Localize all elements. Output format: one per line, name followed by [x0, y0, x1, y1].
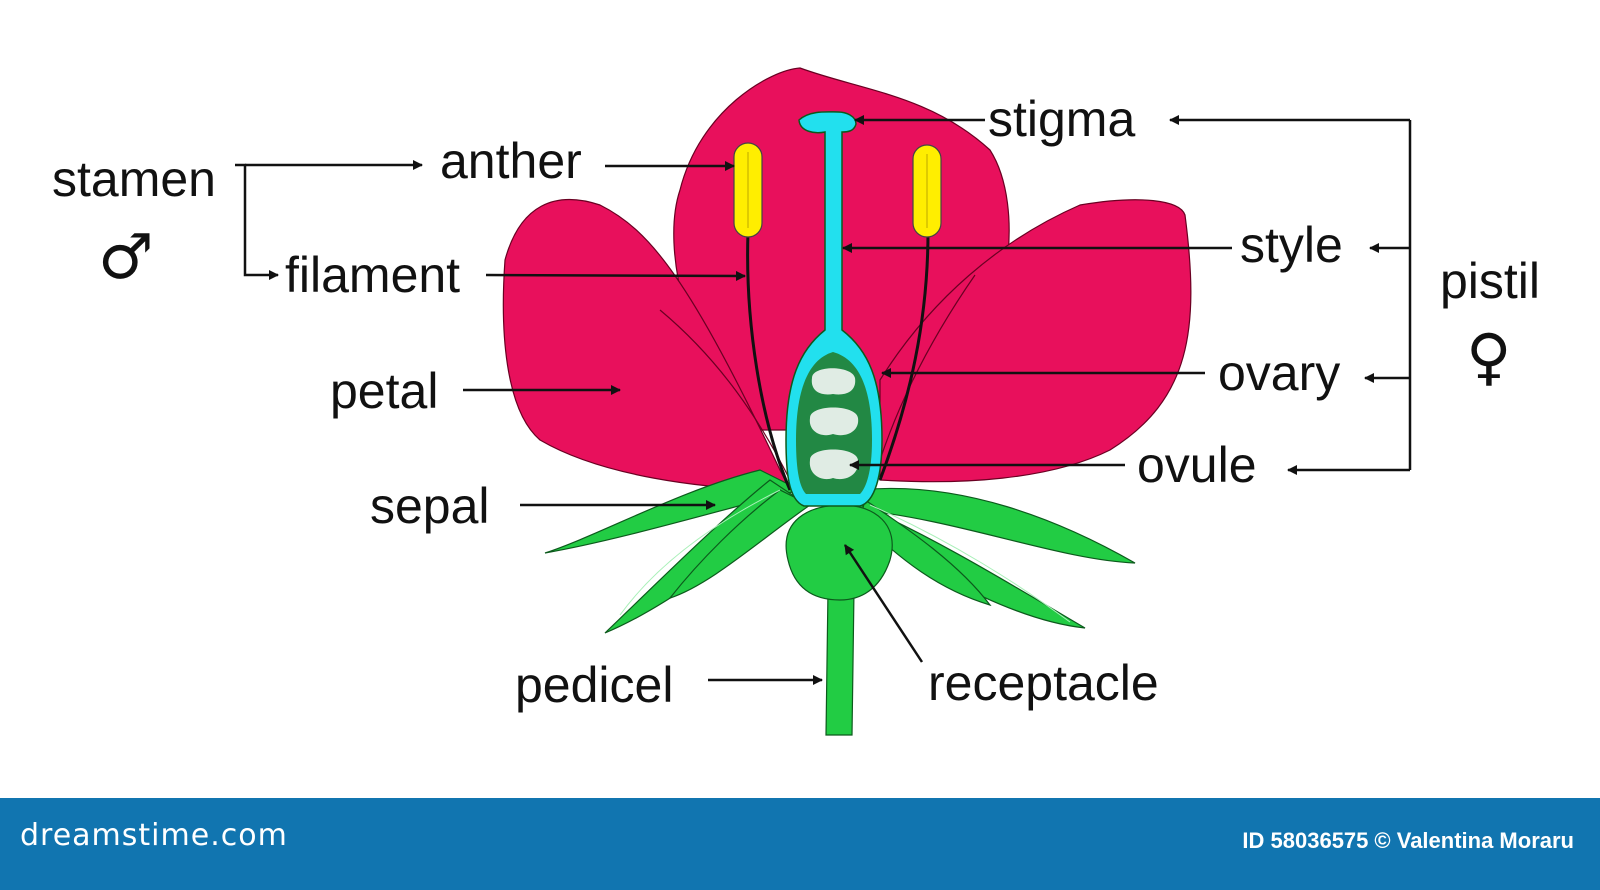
ovules	[809, 368, 859, 480]
footer-bar: dreamstime.com ID 58036575© Valentina Mo…	[0, 798, 1600, 890]
stamens	[733, 142, 942, 491]
right-leaders	[842, 115, 1412, 475]
image-id: ID 58036575	[1242, 828, 1369, 853]
receptacle-leader	[843, 544, 924, 663]
label-stamen: stamen	[52, 151, 216, 207]
filament-left	[746, 231, 792, 491]
label-sepal: sepal	[370, 478, 490, 534]
label-ovule: ovule	[1137, 437, 1257, 493]
left-leaders	[235, 160, 924, 685]
petal-right	[879, 199, 1192, 483]
stem	[785, 504, 893, 736]
label-ovary: ovary	[1218, 345, 1340, 401]
stamen-bracket	[235, 163, 279, 280]
male-symbol: ♂	[98, 220, 154, 293]
ovule-2	[809, 407, 859, 436]
pistil	[785, 111, 883, 507]
label-anther: anther	[440, 133, 582, 189]
receptacle-shape	[785, 504, 893, 601]
filament-leader	[485, 270, 746, 281]
ovule-1	[811, 368, 856, 395]
sepal-far-left	[544, 469, 802, 554]
sepal-vein-2	[869, 504, 1071, 623]
sepal-left-mid	[668, 489, 812, 600]
pedicel-shape	[825, 589, 855, 736]
filament-right	[878, 231, 930, 481]
copyright-text: © Valentina Moraru	[1374, 828, 1574, 853]
sepal-right-top	[859, 487, 1136, 564]
label-pistil: pistil	[1440, 253, 1540, 309]
label-receptacle: receptacle	[928, 655, 1159, 711]
label-stigma: stigma	[988, 91, 1135, 147]
petal-vein-2	[879, 274, 976, 461]
label-petal: petal	[330, 363, 438, 419]
petal-left	[502, 198, 791, 491]
female-symbol: ♀	[1466, 320, 1511, 393]
label-style: style	[1240, 217, 1343, 273]
sepals	[544, 469, 1136, 634]
labels: stamen ♂ anther filament petal sepal ped…	[52, 91, 1540, 713]
label-pedicel: pedicel	[515, 657, 673, 713]
label-filament: filament	[285, 247, 460, 303]
sepal-vein-1	[619, 489, 781, 616]
flower-diagram: stamen ♂ anther filament petal sepal ped…	[52, 67, 1540, 736]
image-credit: ID 58036575© Valentina Moraru	[1236, 828, 1574, 854]
brand-logo: dreamstime.com	[20, 818, 288, 853]
ovule-3	[809, 449, 859, 480]
